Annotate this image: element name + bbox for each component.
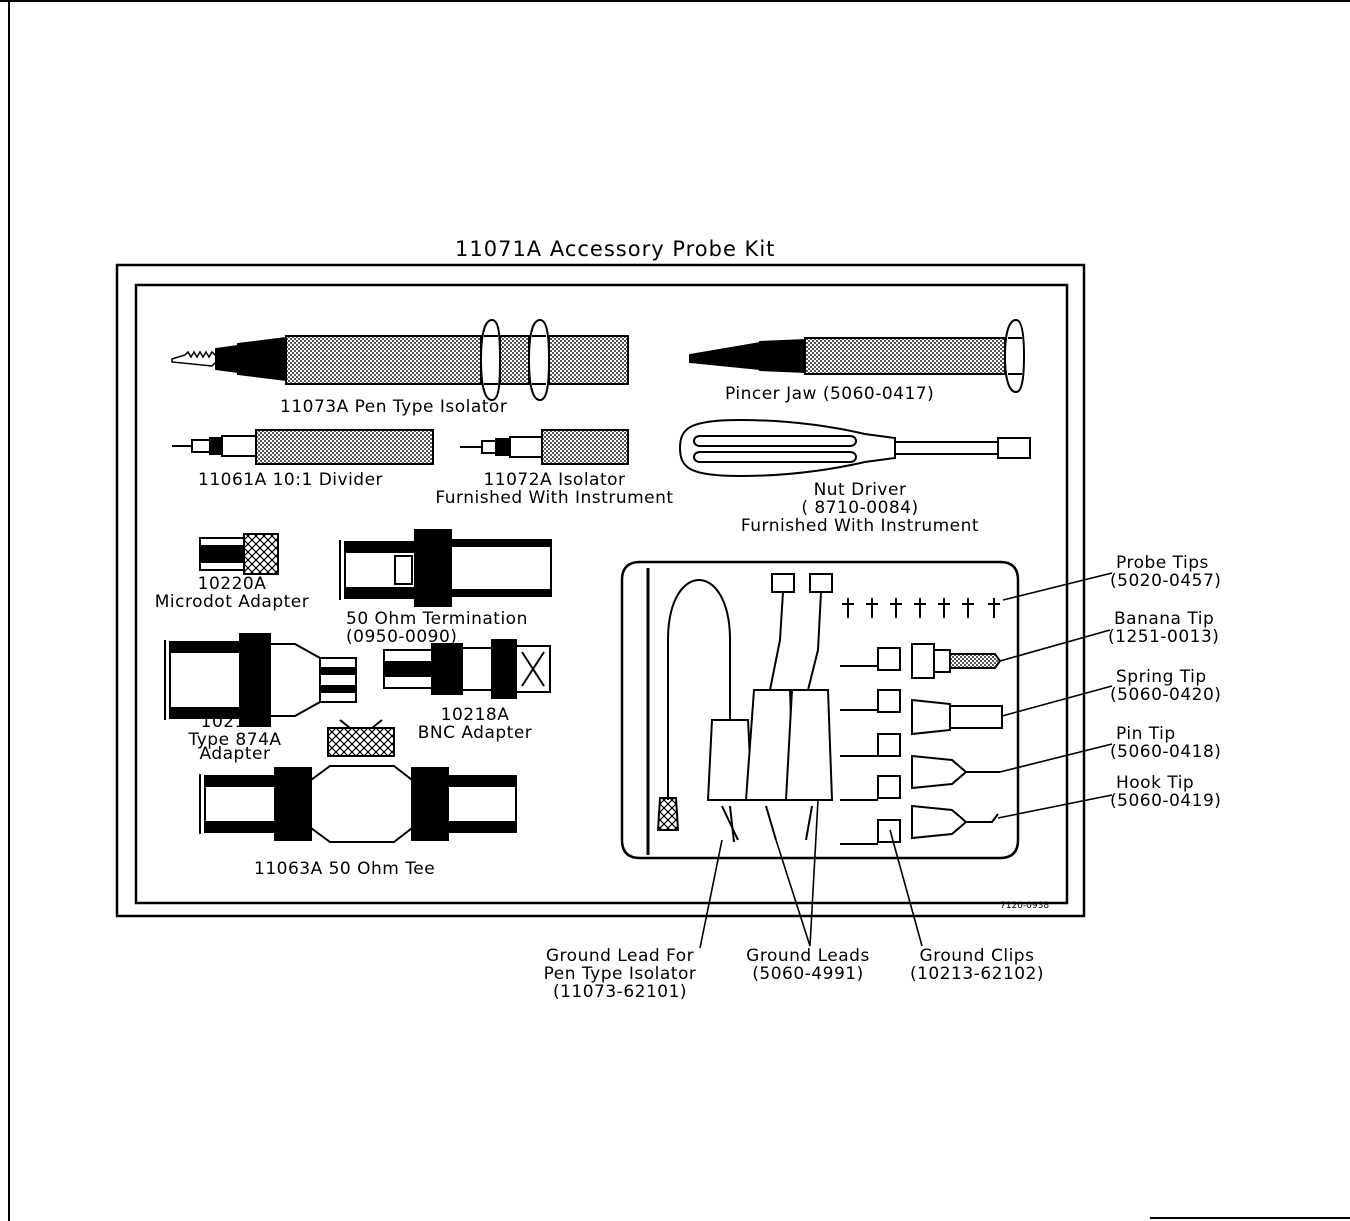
- label-gleads-line2: (5060-4991): [752, 964, 864, 984]
- termination-drawing: [339, 529, 552, 607]
- spring-tip-drawing: [911, 698, 1003, 736]
- label-probe-tips: Probe Tips (5020-0457): [1110, 554, 1221, 590]
- page-border-top: [0, 0, 1350, 2]
- page-border-bottom: [1150, 1217, 1350, 1219]
- ground-lead-loop-drawing: [656, 579, 754, 843]
- leader-lines: [699, 572, 1113, 949]
- label-type874-line3: Adapter: [199, 744, 271, 764]
- label-isolator-line1: 11072A Isolator: [483, 470, 626, 490]
- divider-drawing: [172, 429, 434, 465]
- label-gl-pen-line3: (11073-62101): [552, 982, 688, 1002]
- label-spring-line1: Spring Tip: [1116, 667, 1207, 687]
- label-ground-clips: Ground Clips (10213-62102): [902, 947, 1052, 983]
- label-microdot-line1: 10220A: [197, 574, 267, 594]
- label-termination: 50 Ohm Termination (0950-0090): [346, 610, 528, 646]
- microdot-adapter-drawing: [199, 533, 279, 575]
- page-border-left: [8, 0, 10, 1221]
- label-pincer-jaw: Pincer Jaw (5060-0417): [725, 384, 935, 404]
- ground-clips-drawing: [840, 647, 901, 845]
- label-nut-driver-line2: ( 8710-0084): [801, 498, 919, 518]
- label-gl-pen-line2: Pen Type Isolator: [543, 964, 697, 984]
- label-ground-leads: Ground Leads (5060-4991): [738, 947, 878, 983]
- label-termination-line1: 50 Ohm Termination: [346, 609, 528, 629]
- label-bnc-line1: 10218A: [440, 705, 510, 725]
- label-pen-type-isolator: 11073A Pen Type Isolator: [280, 397, 508, 417]
- pin-tip-drawing: [911, 754, 1000, 790]
- kit-title: 11071A Accessory Probe Kit: [455, 237, 776, 261]
- label-termination-line2: (0950-0090): [346, 627, 458, 647]
- label-microdot-adapter: 10220A Microdot Adapter: [142, 575, 322, 611]
- kit-outer-frame: [115, 263, 1086, 918]
- label-banana-line2: (1251-0013): [1108, 627, 1220, 647]
- accessory-tray: [620, 560, 1020, 860]
- ground-leads-drawing: [744, 573, 834, 841]
- label-spring-line2: (5060-0420): [1110, 685, 1222, 705]
- label-gleads-line1: Ground Leads: [746, 946, 870, 966]
- label-isolator: 11072A Isolator Furnished With Instrumen…: [422, 471, 687, 507]
- label-gclips-line1: Ground Clips: [919, 946, 1035, 966]
- nut-driver-drawing: [678, 418, 1031, 478]
- hook-tip-drawing: [911, 804, 999, 840]
- label-banana-line1: Banana Tip: [1114, 609, 1215, 629]
- tee-drawing: [199, 719, 517, 843]
- label-bnc-adapter: 10218A BNC Adapter: [405, 706, 545, 742]
- pen-type-isolator-drawing: [171, 318, 629, 402]
- drawing-number: 7120-0938: [1000, 901, 1050, 911]
- label-divider: 11061A 10:1 Divider: [198, 470, 384, 490]
- label-ground-lead-pen: Ground Lead For Pen Type Isolator (11073…: [522, 947, 718, 1001]
- label-nut-driver-line3: Furnished With Instrument: [740, 516, 980, 536]
- label-gclips-line2: (10213-62102): [909, 964, 1045, 984]
- label-pin-line1: Pin Tip: [1116, 724, 1176, 744]
- label-pin-tip: Pin Tip (5060-0418): [1110, 725, 1221, 761]
- label-pin-line2: (5060-0418): [1110, 742, 1222, 762]
- label-type874-line1: 10219A: [200, 712, 270, 732]
- label-spring-tip: Spring Tip (5060-0420): [1110, 668, 1221, 704]
- label-probe-tips-line1: Probe Tips: [1116, 553, 1209, 573]
- label-nut-driver-line1: Nut Driver: [813, 480, 907, 500]
- banana-tip-drawing: [911, 643, 1002, 679]
- bnc-adapter-drawing: [383, 639, 551, 699]
- label-banana-tip: Banana Tip (1251-0013): [1108, 610, 1219, 646]
- label-nut-driver: Nut Driver ( 8710-0084) Furnished With I…: [730, 481, 990, 535]
- label-bnc-line2: BNC Adapter: [417, 723, 533, 743]
- label-type-874a-adapter: 10219A Type 874A Adapter: [180, 713, 290, 763]
- pincer-jaw-drawing: [689, 318, 1026, 394]
- label-probe-tips-line2: (5020-0457): [1110, 571, 1222, 591]
- isolator-drawing: [460, 429, 629, 465]
- label-hook-line2: (5060-0419): [1110, 791, 1222, 811]
- label-hook-line1: Hook Tip: [1116, 773, 1195, 793]
- type-874a-adapter-drawing: [164, 633, 357, 727]
- label-tee: 11063A 50 Ohm Tee: [254, 859, 436, 879]
- label-hook-tip: Hook Tip (5060-0419): [1110, 774, 1221, 810]
- label-type874-line2: Type 874A: [188, 730, 282, 750]
- label-microdot-line2: Microdot Adapter: [154, 592, 310, 612]
- label-isolator-line2: Furnished With Instrument: [435, 488, 674, 508]
- probe-tips-drawing: [842, 598, 1000, 618]
- label-gl-pen-line1: Ground Lead For: [545, 946, 695, 966]
